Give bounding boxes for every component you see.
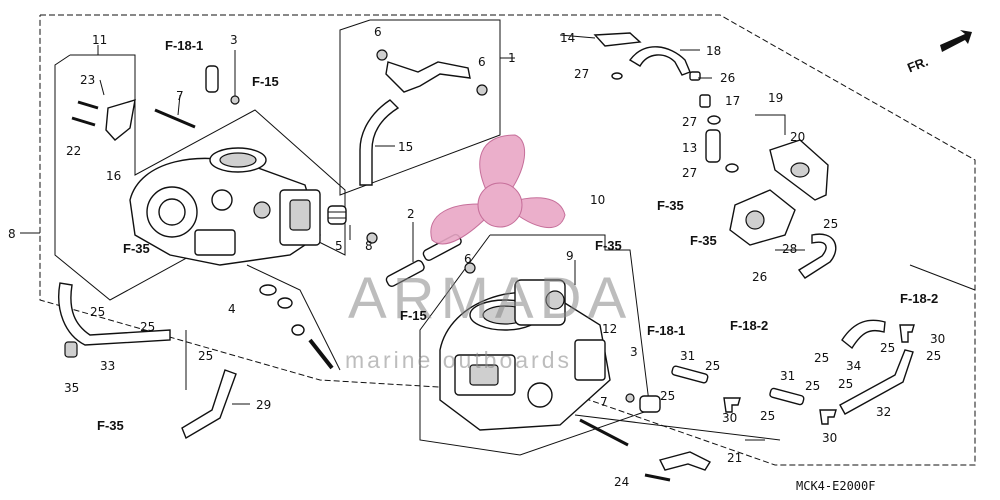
part-label: 25 xyxy=(926,349,941,363)
part-label: 1 xyxy=(508,51,516,65)
ref-f18-1-right: F-18-1 xyxy=(647,323,685,338)
part-label: 5 xyxy=(335,239,343,253)
ref-f35-right-top: F-35 xyxy=(657,198,684,213)
part-label: 31 xyxy=(680,349,695,363)
bracket-21 xyxy=(658,451,712,471)
part-label: 24 xyxy=(614,475,629,489)
part-label: 30 xyxy=(930,332,945,346)
hose-33 xyxy=(58,282,171,346)
ref-f35-left: F-35 xyxy=(123,241,150,256)
part-label: 6 xyxy=(374,25,382,39)
diagram-code: MCK4-E2000F xyxy=(796,479,875,493)
part-label: 26 xyxy=(752,270,767,284)
part-label: 13 xyxy=(682,141,697,155)
part-label: 15 xyxy=(398,140,413,154)
watermark-brand: ARMADA xyxy=(348,266,632,331)
left-carb-frame xyxy=(54,54,346,301)
part-label: 31 xyxy=(780,369,795,383)
part-label: 10 xyxy=(590,193,605,207)
part-label: 32 xyxy=(876,405,891,419)
part-label: 25 xyxy=(660,389,675,403)
hose-28 xyxy=(797,233,837,279)
part-label: 8 xyxy=(8,227,16,241)
part-label: 30 xyxy=(722,411,737,425)
front-marker: FR. xyxy=(905,54,930,76)
fuel-pipe-frame xyxy=(339,19,501,196)
part-label: 8 xyxy=(365,239,373,253)
screw-7 xyxy=(154,108,196,129)
hose-29 xyxy=(181,369,237,440)
hose-18 xyxy=(628,46,691,76)
ref-f35-bottom-left: F-35 xyxy=(97,418,124,433)
part-label: 35 xyxy=(64,381,79,395)
part-label: 25 xyxy=(140,320,155,334)
ref-f15-top: F-15 xyxy=(252,74,279,89)
part-label: 30 xyxy=(822,431,837,445)
part-label: 3 xyxy=(230,33,238,47)
part-label: 7 xyxy=(176,89,184,103)
right-carburetor-body xyxy=(439,279,611,431)
jet-kit-4 xyxy=(246,264,341,371)
part-label: 33 xyxy=(100,359,115,373)
assembly-boundary xyxy=(39,14,976,466)
part-label: 25 xyxy=(705,359,720,373)
front-arrow-icon xyxy=(940,30,972,52)
pipe-13 xyxy=(705,129,721,163)
part-label: 9 xyxy=(566,249,574,263)
part-label: 4 xyxy=(228,302,236,316)
ref-f18-2-right: F-18-2 xyxy=(900,291,938,306)
part-label: 25 xyxy=(823,217,838,231)
part-label: 25 xyxy=(198,349,213,363)
part-3-tube xyxy=(205,65,240,105)
part-label: 28 xyxy=(782,242,797,256)
part-label: 34 xyxy=(846,359,861,373)
part-label: 22 xyxy=(66,144,81,158)
part-label: 25 xyxy=(838,377,853,391)
ref-f15-center: F-15 xyxy=(400,308,427,323)
part-label: 29 xyxy=(256,398,271,412)
part-label: 25 xyxy=(880,341,895,355)
part-label: 20 xyxy=(790,130,805,144)
part-label: 18 xyxy=(706,44,721,58)
part-label: 25 xyxy=(90,305,105,319)
part-label: 27 xyxy=(682,115,697,129)
part-label: 27 xyxy=(574,67,589,81)
lever-16 xyxy=(105,99,136,141)
part-label: 25 xyxy=(814,351,829,365)
ref-f35-right-bottom: F-35 xyxy=(690,233,717,248)
hose-14 xyxy=(593,32,642,47)
hose-15 xyxy=(359,99,400,186)
part-label: 27 xyxy=(682,166,697,180)
part-label: 17 xyxy=(725,94,740,108)
ref-f18-2-center: F-18-2 xyxy=(730,318,768,333)
ref-f35-center: F-35 xyxy=(595,238,622,253)
part-label: 14 xyxy=(560,31,575,45)
part-label: 12 xyxy=(602,322,617,336)
part-label: 19 xyxy=(768,91,783,105)
left-carburetor-body xyxy=(129,147,321,266)
part-label: 11 xyxy=(92,33,107,47)
screw-7-lower xyxy=(579,418,629,447)
hose-32 xyxy=(839,349,914,415)
part-label: 6 xyxy=(464,252,472,266)
watermark-tagline: marine outboards xyxy=(345,347,572,373)
watermark-propeller xyxy=(430,134,566,245)
part-label: 25 xyxy=(805,379,820,393)
part-label: 6 xyxy=(478,55,486,69)
part-label: 3 xyxy=(630,345,638,359)
part-label: 16 xyxy=(106,169,121,183)
part-label: 7 xyxy=(600,395,608,409)
part-label: 23 xyxy=(80,73,95,87)
hose-34 xyxy=(841,319,886,350)
part-label: 26 xyxy=(720,71,735,85)
fuel-joint-pipe xyxy=(376,49,488,96)
ref-f18-1-top: F-18-1 xyxy=(165,38,203,53)
part-label: 21 xyxy=(727,451,742,465)
part-label: 2 xyxy=(407,207,415,221)
part-label: 25 xyxy=(760,409,775,423)
grommet-5 xyxy=(327,205,347,225)
